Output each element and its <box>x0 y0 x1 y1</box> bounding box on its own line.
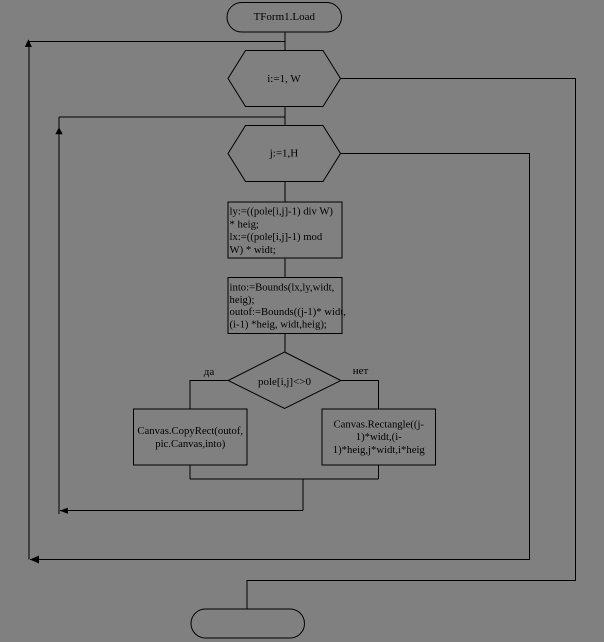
svg-text:pic.Canvas,into): pic.Canvas,into) <box>155 438 225 450</box>
svg-text:да: да <box>204 366 215 378</box>
svg-text:1)*heig,j*widt,i*heig: 1)*heig,j*widt,i*heig <box>333 444 426 456</box>
svg-text:ly:=((pole[i,j]-1) div W): ly:=((pole[i,j]-1) div W) <box>230 206 334 218</box>
svg-text:lx:=((pole[i,j]-1) mod: lx:=((pole[i,j]-1) mod <box>230 231 323 243</box>
svg-text:heig);: heig); <box>230 294 255 306</box>
svg-text:TForm1.Load: TForm1.Load <box>254 11 316 23</box>
svg-text:i:=1, W: i:=1, W <box>267 73 301 85</box>
svg-text:j:=1,H: j:=1,H <box>269 148 299 160</box>
svg-text:pole[i,j]<>0: pole[i,j]<>0 <box>258 376 312 388</box>
svg-text:(i-1) *heig, widt,heig);: (i-1) *heig, widt,heig); <box>230 318 327 330</box>
svg-text:нет: нет <box>353 365 369 377</box>
svg-text:* heig;: * heig; <box>230 218 259 230</box>
svg-text:1)*widt,(i-: 1)*widt,(i- <box>356 431 402 443</box>
svg-text:Canvas.CopyRect(outof,: Canvas.CopyRect(outof, <box>137 425 243 437</box>
svg-text:W) * widt;: W) * widt; <box>230 244 276 256</box>
svg-text:into:=Bounds(lx,ly,widt,: into:=Bounds(lx,ly,widt, <box>230 282 335 294</box>
svg-text:Canvas.Rectangle((j-: Canvas.Rectangle((j- <box>333 418 424 430</box>
svg-text:outof:=Bounds((j-1)* widt,: outof:=Bounds((j-1)* widt, <box>230 306 346 318</box>
